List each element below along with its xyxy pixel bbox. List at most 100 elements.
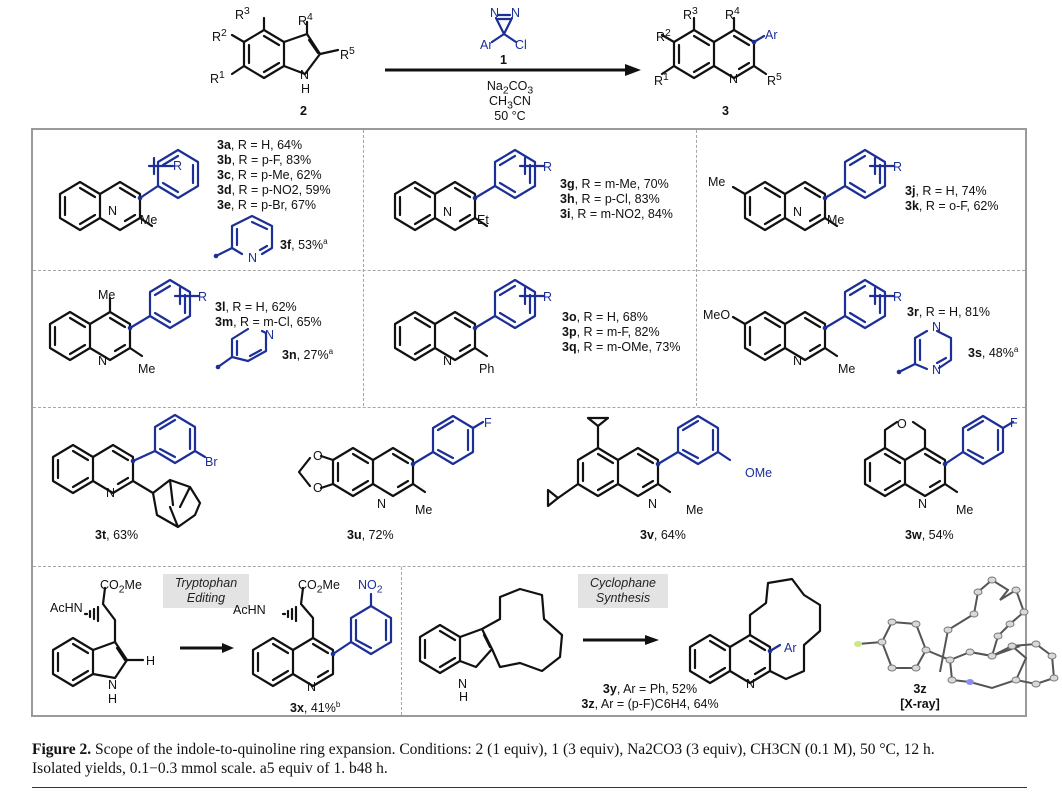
indole-h: H bbox=[301, 82, 311, 96]
ar-label: Ar bbox=[784, 641, 797, 655]
cyclophane-arrow bbox=[583, 635, 659, 645]
cyclophane-indole-structure bbox=[418, 587, 564, 675]
pyrazinyl-structure bbox=[896, 329, 953, 375]
o-atom-1: O bbox=[313, 449, 323, 463]
r-bond-marker bbox=[868, 286, 896, 306]
entry-3c: 3c, R = p-Me, 62% bbox=[217, 168, 322, 182]
r-label: R bbox=[893, 160, 903, 174]
ome-label: OMe bbox=[745, 466, 773, 480]
me-c4-label: Me bbox=[98, 288, 116, 302]
meo-label: MeO bbox=[703, 308, 731, 322]
pyridin-4-yl-structure bbox=[215, 327, 268, 370]
entry-3q: 3q, R = m-OMe, 73% bbox=[562, 340, 681, 354]
ester-label: CO2Me bbox=[298, 578, 340, 596]
caption-rule bbox=[32, 787, 1027, 788]
tag-line-1: Tryptophan bbox=[174, 576, 238, 590]
diazirine-ar: Ar bbox=[480, 38, 493, 52]
condition-base: Na2CO3 bbox=[486, 79, 534, 97]
diazirine-n1: N bbox=[490, 6, 500, 20]
entry-3j: 3j, R = H, 74% bbox=[905, 184, 987, 198]
me-label: Me bbox=[838, 362, 856, 376]
f-label: F bbox=[1010, 416, 1018, 430]
ph-label: Ph bbox=[479, 362, 495, 376]
indole-structure bbox=[230, 16, 340, 80]
pyridine-n: N bbox=[265, 328, 275, 342]
n-atom: N bbox=[443, 205, 453, 219]
entry-3h: 3h, R = p-Cl, 83% bbox=[560, 192, 660, 206]
no2-label: NO2 bbox=[358, 578, 383, 596]
pyridine-n: N bbox=[248, 251, 258, 265]
tag-line-2: Editing bbox=[186, 591, 226, 605]
n-atom: N bbox=[793, 205, 803, 219]
divider-col1 bbox=[363, 130, 364, 406]
me-label: Me bbox=[827, 213, 845, 227]
indole-h: H bbox=[459, 690, 469, 704]
indole-h: H bbox=[108, 692, 118, 706]
entry-3k: 3k, R = o-F, 62% bbox=[905, 199, 999, 213]
r-bond-marker bbox=[518, 286, 546, 306]
o-atom: O bbox=[897, 417, 907, 431]
quinoline-3x-structure bbox=[251, 586, 393, 688]
entry-3n: 3n, 27%a bbox=[282, 347, 334, 363]
adamantyl-quinoline-structure bbox=[51, 413, 207, 529]
n-atom: N bbox=[746, 677, 756, 691]
me-label: Me bbox=[415, 503, 433, 517]
condition-solvent: CH3CN bbox=[489, 94, 531, 112]
entry-3z: 3z, Ar = (p-F)C6H4, 64% bbox=[581, 697, 719, 711]
tag-line-2: Synthesis bbox=[595, 591, 651, 605]
entry-3b: 3b, R = p-F, 83% bbox=[217, 153, 312, 167]
diazirine-cl: Cl bbox=[515, 38, 527, 52]
xray-label: [X-ray] bbox=[900, 697, 940, 711]
entry-3m: 3m, R = m-Cl, 65% bbox=[215, 315, 322, 329]
h-label: H bbox=[146, 654, 156, 668]
quinoline-2-4-dimethyl-structure bbox=[48, 278, 192, 362]
n-atom: N bbox=[307, 680, 317, 694]
pyrano-quinoline-structure bbox=[863, 414, 1015, 498]
entry-3l: 3l, R = H, 62% bbox=[215, 300, 297, 314]
r-label: R bbox=[543, 160, 553, 174]
entry-3i: 3i, R = m-NO2, 84% bbox=[560, 207, 673, 221]
n-atom: N bbox=[106, 486, 116, 500]
divider-col2 bbox=[696, 130, 697, 406]
tryptophan-arrow bbox=[180, 643, 234, 653]
xray-compound: 3z bbox=[913, 682, 927, 696]
quinoline-2-ethyl-structure bbox=[393, 148, 537, 232]
caption-figure-label: Figure 2. bbox=[32, 741, 92, 758]
r-label: R bbox=[173, 159, 183, 173]
entry-3f: 3f, 53%a bbox=[280, 237, 328, 253]
p-r5-label: R5 bbox=[767, 72, 782, 89]
n-atom: N bbox=[98, 354, 108, 368]
divider-row3 bbox=[33, 566, 1025, 567]
reagent-label: 1 bbox=[500, 53, 507, 67]
r-bond-marker bbox=[147, 156, 175, 176]
n-atom: N bbox=[377, 497, 387, 511]
cyclophane-quinoline-structure bbox=[688, 577, 822, 685]
divider-bottom bbox=[401, 567, 402, 715]
r-bond-marker bbox=[518, 156, 546, 176]
dicyclopropyl-quinoline-structure bbox=[546, 414, 732, 508]
f-label: F bbox=[484, 416, 492, 430]
p-ar-label: Ar bbox=[765, 28, 778, 42]
diazirine-structure bbox=[490, 13, 518, 44]
pyrazine-n2: N bbox=[932, 363, 942, 377]
r1-label: R1 bbox=[210, 70, 225, 87]
r5-label: R5 bbox=[340, 46, 355, 63]
p-r4-label: R4 bbox=[725, 6, 740, 23]
n-atom: N bbox=[443, 354, 453, 368]
r-bond-marker bbox=[173, 286, 201, 306]
caption-line-1: Figure 2. Scope of the indole-to-quinoli… bbox=[32, 740, 1032, 759]
reaction-arrow bbox=[385, 64, 641, 76]
reactant-label: 2 bbox=[300, 104, 307, 118]
achn-label: AcHN bbox=[233, 603, 266, 617]
tryptophan-structure bbox=[51, 586, 145, 688]
n-atom: N bbox=[793, 354, 803, 368]
cyclophane-synthesis-tag: Cyclophane Synthesis bbox=[578, 574, 668, 608]
p-r3-label: R3 bbox=[683, 6, 698, 23]
r3-label: R3 bbox=[235, 6, 250, 23]
caption-text-1: Scope of the indole-to-quinoline ring ex… bbox=[95, 741, 935, 758]
entry-3t: 3t, 63% bbox=[95, 528, 139, 542]
indole-n: N bbox=[458, 677, 468, 691]
r-bond-marker bbox=[868, 156, 896, 176]
tryptophan-editing-tag: Tryptophan Editing bbox=[163, 574, 249, 608]
r-label: R bbox=[543, 290, 553, 304]
